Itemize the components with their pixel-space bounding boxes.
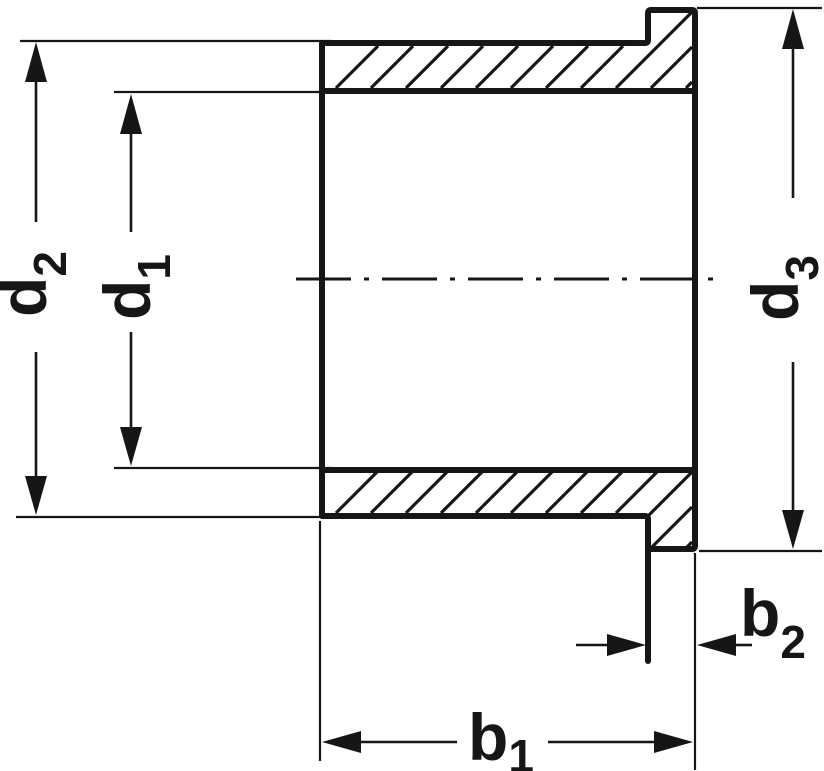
- b1-label: b1: [468, 700, 534, 771]
- d2-arrow-up: [25, 42, 47, 82]
- dimension-b2: b2: [576, 516, 806, 668]
- b2-label: b2: [740, 576, 806, 668]
- d3-label: d3: [738, 255, 824, 321]
- d3-arrow-down: [782, 510, 804, 549]
- d1-arrow-up: [120, 94, 142, 134]
- d1-label: d1: [90, 254, 180, 320]
- dimension-d1: d1: [90, 90, 332, 470]
- dimension-d3: d3: [697, 6, 824, 553]
- b2-arrow-right: [697, 634, 736, 656]
- d3-arrow-up: [782, 9, 804, 49]
- b1-arrow-left: [322, 731, 361, 753]
- d1-arrow-down: [120, 427, 142, 466]
- hatch-lower-wall: [334, 470, 694, 550]
- dimension-b1: b1: [318, 521, 697, 771]
- dimension-d2: d2: [0, 39, 332, 519]
- b1-arrow-right: [654, 731, 693, 753]
- b2-arrow-left: [607, 634, 646, 656]
- d2-arrow-down: [25, 476, 47, 515]
- hatch-upper-wall: [334, 10, 694, 90]
- d2-label: d2: [0, 251, 76, 317]
